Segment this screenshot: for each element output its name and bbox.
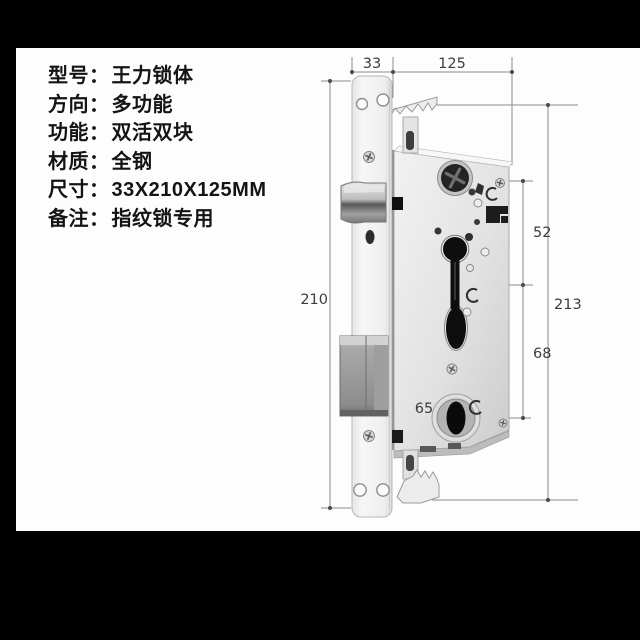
bottom-mechanism-detail [448, 443, 461, 449]
body-back-edge [388, 150, 398, 450]
spec-value: 指纹锁专用 [111, 207, 214, 230]
spec-label: 材质： [48, 150, 110, 173]
dim-backset: 65 [415, 401, 433, 417]
dimension-labels: 33 125 210 52 68 213 65 [300, 56, 581, 417]
lock-body-top-face [393, 145, 514, 168]
spec-label: 功能： [48, 122, 110, 144]
faceplate-oval-hole [365, 230, 375, 244]
faceplate-hole [355, 97, 369, 111]
top-stem-slot [406, 131, 414, 150]
spec-value: 全钢 [111, 150, 153, 173]
bottom-mechanism-detail [420, 446, 436, 452]
spec-label: 尺寸： [48, 179, 110, 201]
screw [363, 430, 375, 442]
content-panel [16, 48, 640, 531]
spec-label: 备注： [48, 207, 110, 230]
spec-label: 型号： [48, 65, 110, 87]
dim-faceplate-width: 33 [363, 56, 381, 72]
top-serrated-plate [387, 96, 438, 118]
spec-row-note: 备注：指纹锁专用 [48, 205, 266, 234]
spec-value: 王力锁体 [111, 65, 194, 87]
cylinder-hole [431, 393, 481, 443]
dim-lower-section: 68 [533, 346, 551, 362]
spec-label: 方向： [48, 93, 110, 116]
main-screw [437, 160, 473, 196]
keyhole [440, 234, 470, 351]
dim-overall-height: 213 [554, 297, 582, 313]
faceplate-hole [376, 93, 390, 107]
spec-row-direction: 方向：多功能 [48, 91, 266, 120]
latch-bolt-highlight [344, 183, 384, 193]
faceplate-hole [353, 483, 367, 497]
body-edge-notch [392, 197, 403, 210]
screw [495, 178, 505, 188]
body-edge-notch [392, 430, 403, 443]
lock-illustration [339, 75, 514, 518]
faceplate-hole [376, 483, 390, 497]
bottom-stem-slot [406, 455, 414, 471]
spec-value: 33X210X125MM [111, 179, 267, 201]
screw [446, 363, 458, 375]
dimension-endpoint-dots [328, 70, 550, 510]
spec-value: 多功能 [111, 93, 173, 116]
spec-list: 型号：王力锁体 方向：多功能 功能：双活双块 材质：全钢 尺寸：33X210X1… [48, 62, 266, 233]
dim-upper-section: 52 [533, 225, 551, 241]
deadbolt [339, 335, 389, 417]
bottom-serrated-plate [396, 469, 440, 504]
body-small-holes [434, 183, 498, 415]
spec-row-size: 尺寸：33X210X125MM [48, 176, 266, 205]
screw [498, 418, 508, 428]
spec-row-material: 材质：全钢 [48, 148, 266, 177]
dim-body-depth: 125 [438, 56, 466, 72]
strike-slot-step [501, 216, 508, 223]
spec-value: 双活双块 [111, 122, 194, 144]
dim-faceplate-height: 210 [300, 292, 328, 308]
screw [363, 151, 375, 163]
strike-slot [486, 206, 508, 223]
spec-row-model: 型号：王力锁体 [48, 62, 266, 91]
faceplate [351, 75, 393, 518]
spec-row-function: 功能：双活双块 [48, 119, 266, 148]
